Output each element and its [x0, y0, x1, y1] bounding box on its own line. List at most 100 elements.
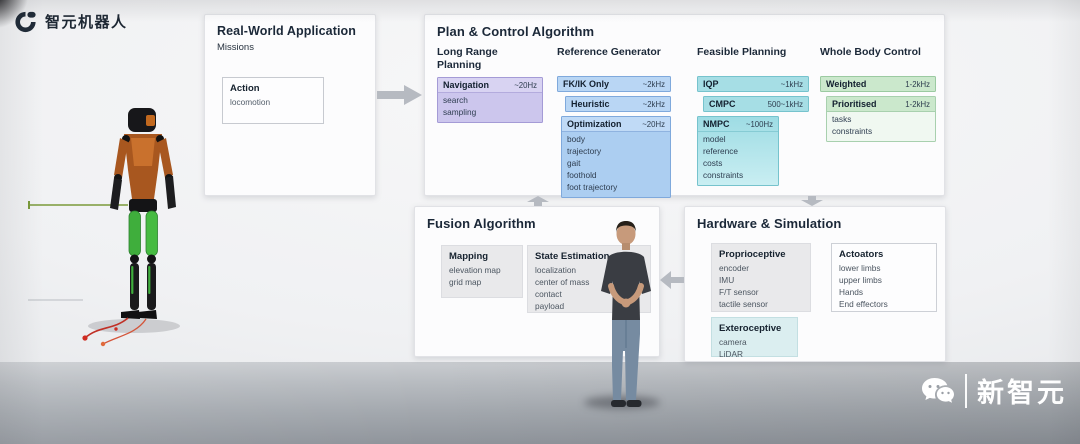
panel-plan-control-algorithm: Plan & Control Algorithm Long Range Plan…	[424, 14, 945, 199]
box-label: Navigation	[443, 80, 490, 91]
column-title: Whole Body Control	[820, 46, 921, 58]
box-items: tasks constraints	[827, 112, 935, 141]
list-item: elevation map	[449, 265, 501, 275]
box-label: Exteroceptive	[719, 323, 782, 334]
list-item: IMU	[719, 275, 735, 286]
list-item: costs	[703, 158, 723, 169]
list-item: reference	[703, 146, 739, 157]
panel-hardware-simulation: Hardware & Simulation Proprioceptive enc…	[684, 206, 946, 362]
box-label: Prioritised	[832, 99, 877, 109]
prioritised-box: Prioritised 1-2kHz tasks constraints	[826, 96, 936, 143]
presenter-person	[601, 221, 651, 407]
box-header: Optimization ~20Hz	[562, 117, 670, 132]
brand-logo: 智元机器人	[13, 9, 128, 34]
action-box: Action locomotion	[222, 77, 324, 124]
row-label: CMPC	[709, 99, 736, 109]
row-label: Heuristic	[571, 99, 610, 109]
box-label: NMPC	[703, 119, 730, 129]
box-header: Navigation ~20Hz	[438, 78, 542, 94]
watermark: 新智元	[921, 371, 1067, 410]
list-item: lower limbs	[839, 263, 881, 273]
box-rate: ~100Hz	[745, 120, 773, 129]
hardware-title: Hardware & Simulation	[697, 216, 842, 231]
column-feasible-planning: Feasible Planning IQP ~1kHz CMPC 500~1kH…	[697, 46, 809, 187]
cmpc-row: CMPC 500~1kHz	[703, 96, 809, 112]
action-items: locomotion	[230, 96, 316, 108]
watermark-divider	[965, 373, 967, 408]
heuristic-row: Heuristic ~2kHz	[565, 96, 671, 112]
action-title: Action	[230, 83, 260, 94]
stage-floor	[0, 362, 1080, 444]
list-item: foothold	[567, 170, 597, 181]
list-item: tactile sensor	[719, 299, 768, 310]
column-title: Feasible Planning	[697, 46, 787, 58]
list-item: F/T sensor	[719, 287, 759, 298]
list-item: constraints	[703, 170, 744, 181]
row-rate: ~2kHz	[642, 80, 665, 89]
list-item: upper limbs	[839, 275, 882, 286]
list-item: constraints	[832, 126, 873, 137]
real-world-title: Real-World Application	[217, 24, 357, 38]
wechat-icon	[922, 377, 954, 403]
row-rate: 1-2kHz	[905, 80, 930, 89]
box-label: Proprioceptive	[719, 249, 786, 260]
column-title: Reference Generator	[557, 46, 661, 58]
list-item: End effectors	[839, 299, 888, 310]
list-item: LiDAR	[719, 349, 743, 360]
brand-logo-icon	[15, 11, 36, 33]
row-label: Weighted	[826, 79, 867, 89]
list-item: body	[567, 134, 585, 144]
plan-title: Plan & Control Algorithm	[437, 24, 595, 39]
list-item: grid map	[449, 277, 482, 288]
list-item: tasks	[832, 114, 852, 124]
mapping-box: Mapping elevation map grid map	[441, 245, 523, 298]
arrow-down-icon	[801, 196, 823, 206]
fkik-only-row: FK/IK Only ~2kHz	[557, 76, 671, 92]
box-items: elevation map grid map	[449, 264, 515, 288]
list-item: sampling	[443, 107, 477, 118]
row-rate: ~2kHz	[642, 100, 665, 109]
watermark-name: 新智元	[977, 378, 1067, 408]
arrow-right-icon	[377, 85, 422, 105]
list-item: locomotion	[230, 97, 271, 107]
box-rate: ~20Hz	[514, 81, 537, 91]
column-reference-generator: Reference Generator FK/IK Only ~2kHz Heu…	[557, 46, 671, 199]
iqp-row: IQP ~1kHz	[697, 76, 809, 92]
list-item: trajectory	[567, 146, 602, 157]
list-item: Hands	[839, 287, 863, 298]
column-long-range-planning: Long Range Planning Navigation ~20Hz sea…	[437, 46, 543, 124]
weighted-row: Weighted 1-2kHz	[820, 76, 936, 92]
box-label: Mapping	[449, 251, 489, 262]
list-item: gait	[567, 158, 581, 169]
box-header: Prioritised 1-2kHz	[827, 97, 935, 112]
arrow-up-icon	[527, 196, 549, 206]
list-item: encoder	[719, 263, 749, 273]
list-item: camera	[719, 337, 747, 347]
row-label: FK/IK Only	[563, 79, 610, 89]
robot-simulation-illustration	[28, 108, 180, 347]
box-rate: 1-2kHz	[905, 100, 930, 109]
column-title: Long Range Planning	[437, 46, 498, 72]
row-label: IQP	[703, 79, 719, 89]
list-item: search	[443, 95, 468, 106]
panel-real-world-application: Real-World Application Missions Action l…	[204, 14, 376, 196]
real-world-subtitle: Missions	[217, 42, 254, 53]
box-header: NMPC ~100Hz	[698, 117, 778, 132]
list-item: foot trajectory	[567, 182, 618, 193]
row-rate: 500~1kHz	[767, 100, 803, 109]
box-label: Actoators	[839, 249, 884, 260]
list-item: model	[703, 134, 726, 144]
row-rate: ~1kHz	[780, 80, 803, 89]
